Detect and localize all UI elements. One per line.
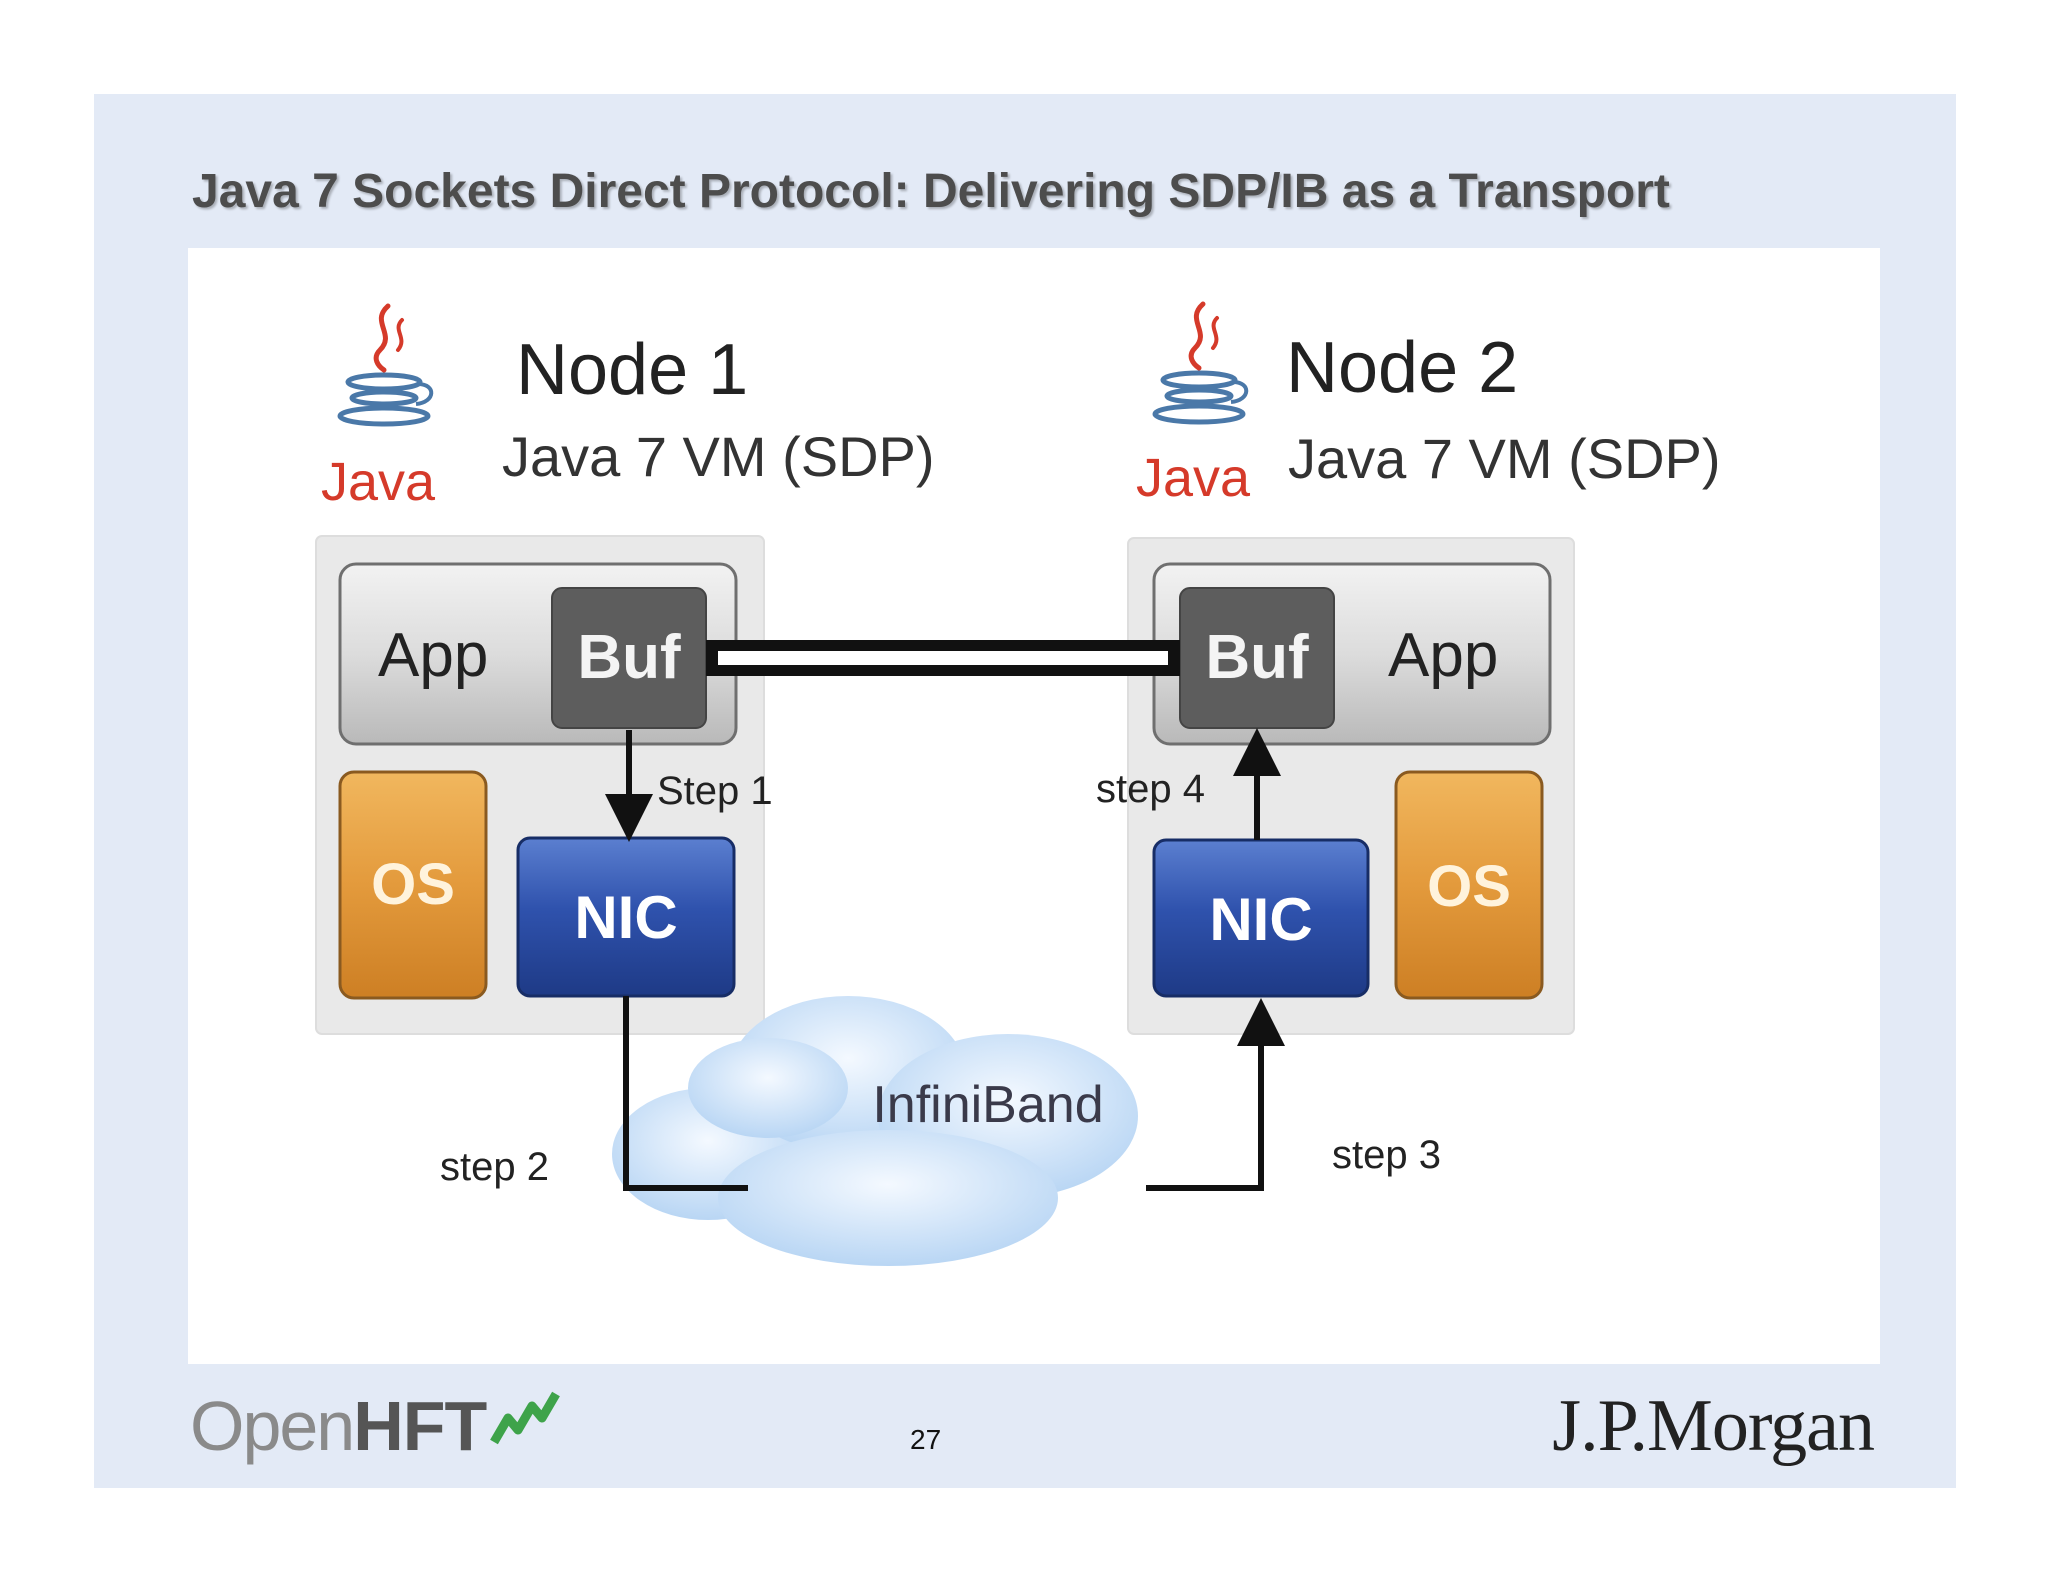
node2-title: Node 2 [1286,328,1518,408]
infiniband-cloud [612,996,1138,1266]
java-logo-text-node1: Java [321,452,436,512]
node1-title: Node 1 [516,330,748,410]
step2-label: step 2 [440,1145,549,1189]
node2-os-box [1394,770,1544,1000]
slide: Java 7 Sockets Direct Protocol: Deliveri… [94,94,1956,1488]
node2-subtitle: Java 7 VM (SDP) [1288,427,1721,490]
step1-label: Step 1 [657,769,773,813]
infiniband-label: InfiniBand [872,1076,1103,1134]
node2-nic-box [1152,838,1370,998]
step2-connector [623,996,748,1191]
openhft-logo-hft: HFT [353,1387,487,1465]
node1-buf-label: Buf [577,623,681,692]
node2-os-label: OS [1427,854,1511,919]
node2-app-label: App [1388,621,1498,690]
openhft-chart-icon [490,1391,561,1445]
node1-os-label: OS [371,852,455,917]
node1-nic-label: NIC [574,884,677,951]
buf-to-buf-link [706,640,1180,676]
node2-buf-label: Buf [1205,623,1309,692]
java-logo-text-node2: Java [1136,448,1251,508]
step4-label: step 4 [1096,767,1205,811]
slide-title: Java 7 Sockets Direct Protocol: Deliveri… [192,165,1670,218]
page-number: 27 [910,1424,942,1455]
java-logo-icon-node2 [1152,301,1249,425]
node2-nic-label: NIC [1209,886,1312,953]
step3-label: step 3 [1332,1133,1441,1177]
openhft-logo-open: Open [190,1387,355,1465]
jpmorgan-logo: J.P.Morgan [1552,1385,1875,1467]
diagram-canvas: Java Node 1 Java 7 VM (SDP) Java Node 2 … [315,301,1721,1266]
step3-connector [1146,998,1285,1191]
node1-os-box [338,770,488,1000]
node1-subtitle: Java 7 VM (SDP) [502,425,935,488]
node1-app-label: App [378,621,488,690]
openhft-logo: OpenHFT [190,1386,561,1466]
sdp-diagram: Java Node 1 Java 7 VM (SDP) Java Node 2 … [188,248,1880,1364]
java-logo-icon-node1 [337,303,434,427]
